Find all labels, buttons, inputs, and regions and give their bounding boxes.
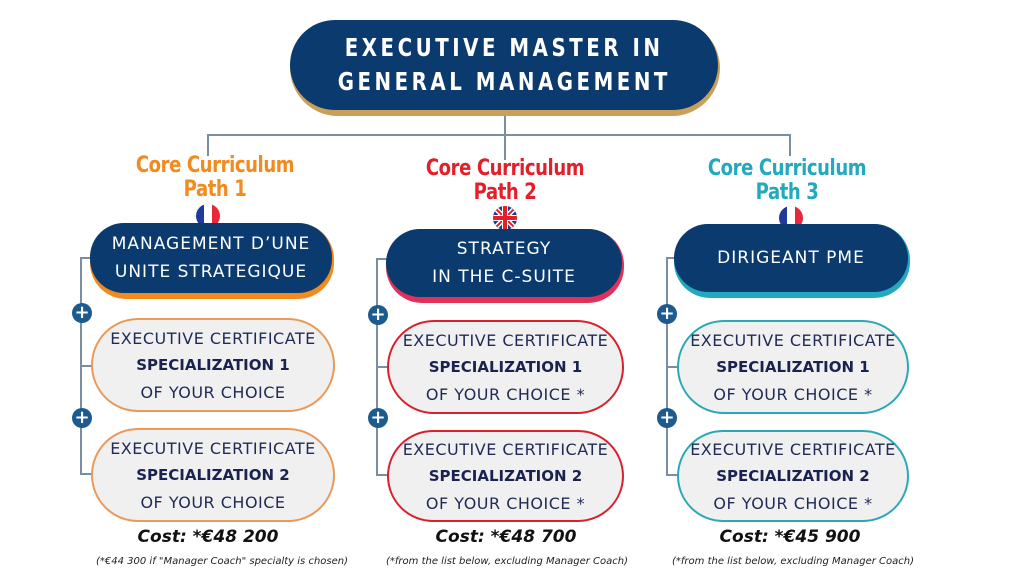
program-title-pill: EXECUTIVE MASTER IN GENERAL MANAGEMENT [290, 20, 720, 116]
path-3-title-line1: Core Curriculum [707, 156, 867, 181]
plus-icon: + [657, 304, 677, 324]
cert-line1: EXECUTIVE CERTIFICATE [402, 439, 609, 459]
path-3-vertical-rail [666, 257, 668, 474]
cert-line3: OF YOUR CHOICE * [713, 493, 873, 513]
uk-flag-icon [493, 206, 517, 230]
path-2-cost: Cost: *€48 700 [435, 527, 577, 547]
path-3-core-line1: DIRIGEANT PME [717, 248, 865, 268]
path-1-core-pill: MANAGEMENT D’UNE UNITE STRATEGIQUE [90, 223, 334, 299]
cert-line1: EXECUTIVE CERTIFICATE [110, 438, 316, 458]
path-2-tick-cert2 [376, 474, 388, 476]
path-3-certificate-1: EXECUTIVE CERTIFICATE SPECIALIZATION 1 O… [677, 320, 909, 414]
connector-left-drop [207, 134, 209, 156]
path-2-core-line2: IN THE C-SUITE [432, 267, 576, 287]
cert-line3: OF YOUR CHOICE [140, 492, 286, 512]
path-1-cost: Cost: *€48 200 [137, 527, 279, 547]
connector-trunk [504, 114, 506, 160]
plus-icon: + [657, 408, 677, 428]
cert-line2: SPECIALIZATION 2 [428, 466, 583, 485]
cert-line2: SPECIALIZATION 1 [716, 357, 870, 376]
cert-line1: EXECUTIVE CERTIFICATE [402, 330, 609, 350]
path-1-tick-cert2 [80, 473, 92, 475]
path-3-certificate-2: EXECUTIVE CERTIFICATE SPECIALIZATION 2 O… [677, 430, 909, 522]
path-1-core-line2: UNITE STRATEGIQUE [114, 262, 308, 282]
path-3-core-pill: DIRIGEANT PME [674, 224, 910, 298]
path-1-certificate-2: EXECUTIVE CERTIFICATE SPECIALIZATION 2 O… [91, 428, 335, 522]
cert-line1: EXECUTIVE CERTIFICATE [690, 439, 896, 459]
path-3-cost: Cost: *€45 900 [719, 527, 861, 547]
path-2-cost-note: (*from the list below, excluding Manager… [386, 556, 628, 567]
cert-line3: OF YOUR CHOICE * [713, 384, 873, 404]
path-2-certificate-2: EXECUTIVE CERTIFICATE SPECIALIZATION 2 O… [387, 430, 624, 522]
plus-icon: + [368, 305, 388, 325]
path-1-certificate-1: EXECUTIVE CERTIFICATE SPECIALIZATION 1 O… [91, 318, 335, 412]
path-1-cost-note: (*€44 300 if "Manager Coach" specialty i… [96, 556, 348, 567]
cert-line2: SPECIALIZATION 2 [136, 465, 290, 484]
cert-line2: SPECIALIZATION 1 [428, 357, 583, 376]
path-1-tick-core [80, 257, 92, 259]
path-2-title-line2: Path 2 [473, 180, 537, 205]
path-2-title-line1: Core Curriculum [425, 156, 585, 181]
path-1-core-line1: MANAGEMENT D’UNE [111, 234, 311, 254]
path-3-tick-core [666, 257, 678, 259]
cert-line1: EXECUTIVE CERTIFICATE [110, 328, 316, 348]
cert-line2: SPECIALIZATION 2 [716, 466, 870, 485]
path-2-core-line1: STRATEGY [456, 239, 552, 259]
path-1-title: Core Curriculum Path 1 [88, 154, 342, 202]
program-title-line2: GENERAL MANAGEMENT [337, 67, 671, 96]
path-2-certificate-1: EXECUTIVE CERTIFICATE SPECIALIZATION 1 O… [387, 320, 624, 414]
plus-icon: + [72, 408, 92, 428]
cert-line1: EXECUTIVE CERTIFICATE [690, 330, 896, 350]
cert-line3: OF YOUR CHOICE * [425, 384, 586, 404]
plus-icon: + [72, 303, 92, 323]
path-3-tick-cert1 [666, 366, 678, 368]
path-2-tick-cert1 [376, 366, 388, 368]
plus-icon: + [368, 408, 388, 428]
path-2-title: Core Curriculum Path 2 [378, 157, 632, 205]
path-1-title-line2: Path 1 [183, 177, 247, 202]
path-2-tick-core [376, 258, 388, 260]
cert-line2: SPECIALIZATION 1 [136, 355, 290, 374]
connector-horizontal [207, 134, 791, 136]
program-title-line1: EXECUTIVE MASTER IN [344, 33, 664, 62]
cert-line3: OF YOUR CHOICE * [425, 493, 586, 513]
path-3-title: Core Curriculum Path 3 [660, 157, 914, 205]
path-1-tick-cert1 [80, 365, 92, 367]
cert-line3: OF YOUR CHOICE [140, 382, 286, 402]
connector-right-drop [789, 134, 791, 156]
path-3-tick-cert2 [666, 474, 678, 476]
path-3-title-line2: Path 3 [755, 180, 819, 205]
path-2-core-pill: STRATEGY IN THE C-SUITE [386, 229, 624, 303]
path-1-title-line1: Core Curriculum [135, 153, 295, 178]
path-3-cost-note: (*from the list below, excluding Manager… [672, 556, 914, 567]
